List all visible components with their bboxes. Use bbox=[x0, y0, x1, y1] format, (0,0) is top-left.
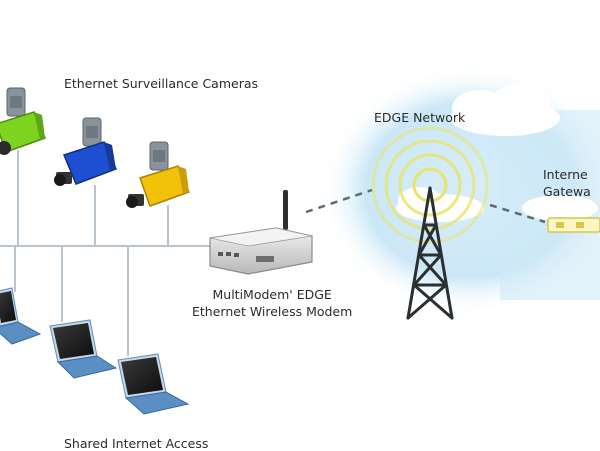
cell-tower-icon bbox=[406, 186, 454, 320]
signal-rings-icon bbox=[371, 126, 489, 244]
edge-network-label: EDGE Network bbox=[374, 110, 466, 125]
wireless-link-modem-tower bbox=[305, 188, 373, 214]
modem-label: MultiModem' EDGE Ethernet Wireless Modem bbox=[192, 286, 352, 320]
laptop-icon bbox=[49, 319, 118, 379]
gateway-label: Interne Gatewa bbox=[543, 166, 591, 200]
cameras-label: Ethernet Surveillance Cameras bbox=[64, 76, 259, 91]
modem-label-line1: MultiModem' EDGE bbox=[212, 287, 332, 302]
ethernet-wiring bbox=[0, 150, 212, 356]
edge-modem-icon bbox=[209, 190, 313, 275]
wireless-link-tower-gateway bbox=[489, 203, 546, 224]
laptop-icon bbox=[117, 353, 190, 415]
laptop-icon bbox=[0, 287, 42, 345]
internet-gateway-icon bbox=[547, 217, 600, 233]
surveillance-camera-icon bbox=[126, 141, 190, 208]
modem-label-line2: Ethernet Wireless Modem bbox=[192, 304, 353, 319]
surveillance-camera-icon bbox=[54, 117, 118, 186]
gateway-label-line1: Interne bbox=[543, 167, 588, 182]
shared-access-label: Shared Internet Access bbox=[64, 436, 209, 451]
gateway-label-line2: Gatewa bbox=[543, 184, 591, 199]
surveillance-camera-icon bbox=[0, 87, 46, 155]
